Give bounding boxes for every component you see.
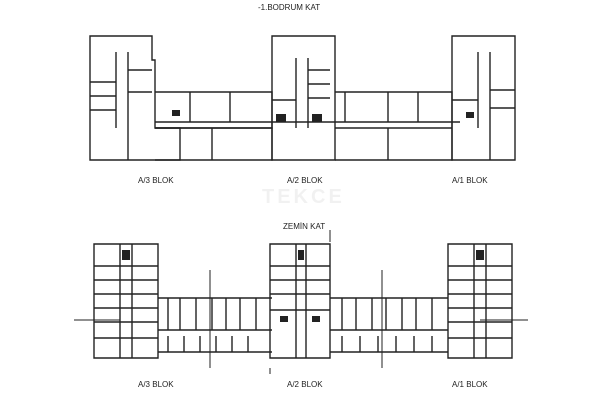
ground-block-a1-label: A/1 BLOK [452, 380, 488, 389]
basement-floor-title: -1.BODRUM KAT [258, 3, 321, 12]
basement-block-a3-label: A/3 BLOK [138, 176, 174, 185]
basement-block-a1-label: A/1 BLOK [452, 176, 488, 185]
ground-block-a2-label: A/2 BLOK [287, 380, 323, 389]
ground-block-a3-label: A/3 BLOK [138, 380, 174, 389]
ground-floor-title: ZEMİN KAT [283, 222, 326, 231]
watermark: TEKCE [262, 186, 345, 208]
basement-block-a2-label: A/2 BLOK [287, 176, 323, 185]
